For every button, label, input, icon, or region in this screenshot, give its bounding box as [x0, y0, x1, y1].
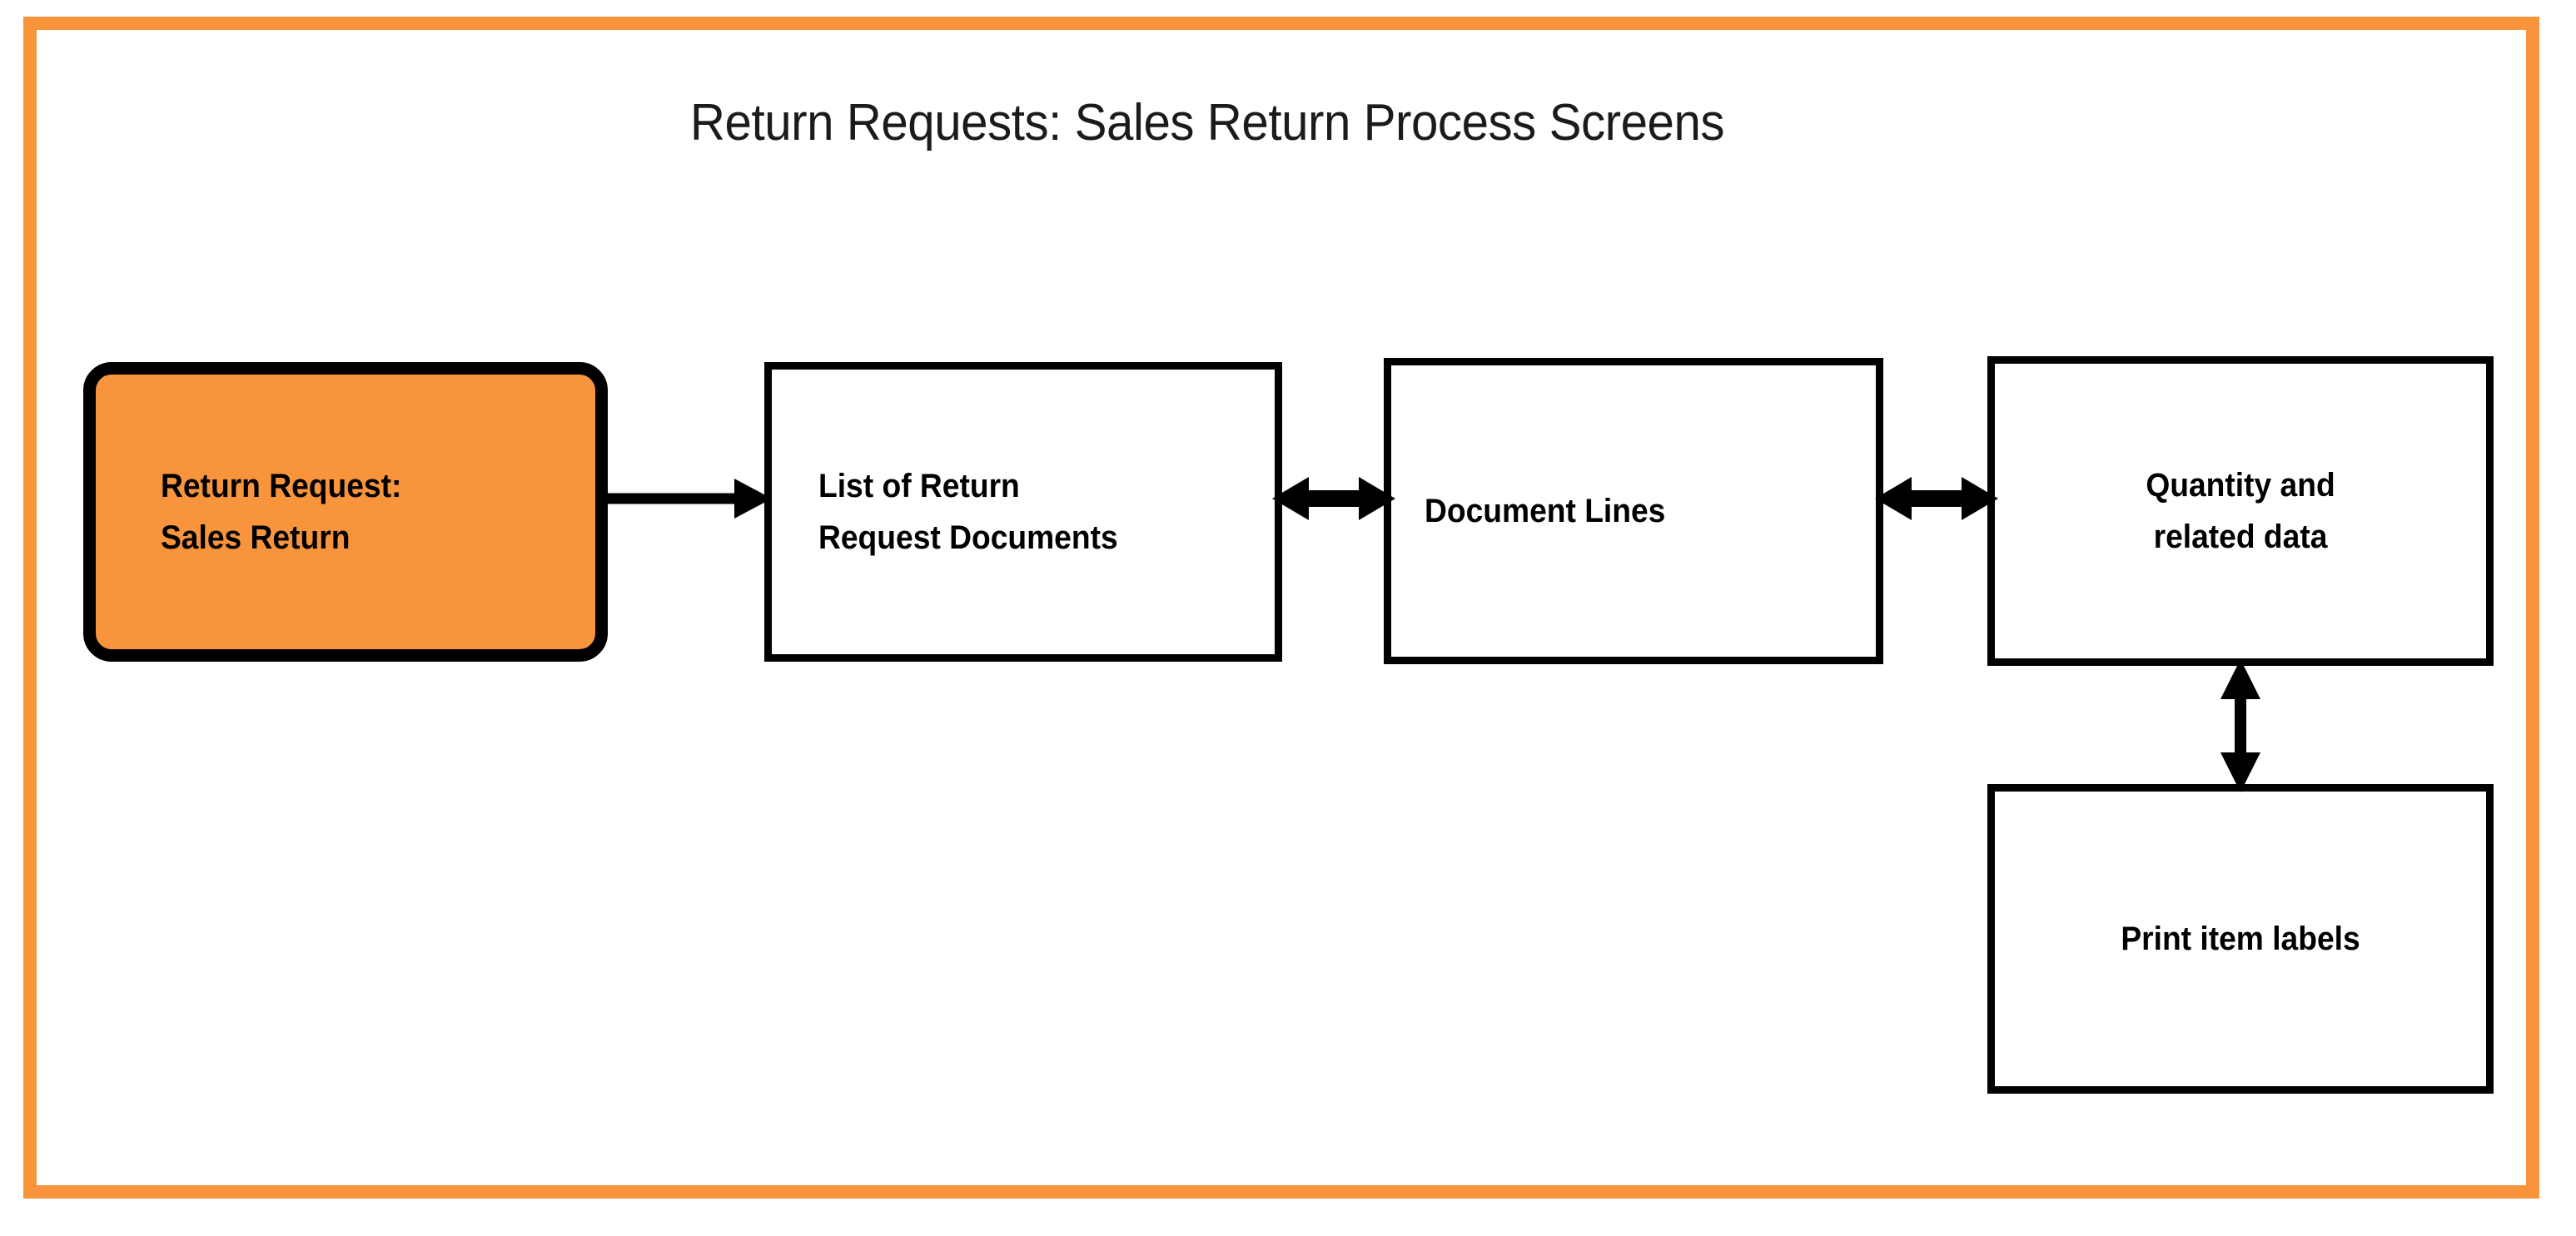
node-print-item-labels[interactable]: Print item labels	[1987, 784, 2494, 1094]
node-list-of-return-request-documents[interactable]: List of Return Request Documents	[764, 362, 1282, 662]
arrow-list-to-document-lines	[1272, 477, 1395, 520]
arrow-quantity-to-print-item-labels	[2220, 659, 2260, 792]
node-quantity-and-related-data[interactable]: Quantity and related data	[1987, 356, 2494, 666]
node-label-print-item-labels: Print item labels	[2121, 921, 2360, 957]
page-title: Return Requests: Sales Return Process Sc…	[689, 94, 1725, 151]
node-label-quantity-and-related-data: Quantity and related data	[2146, 467, 2335, 555]
arrow-document-lines-to-quantity	[1875, 477, 1998, 520]
node-label-document-lines: Document Lines	[1425, 493, 1666, 529]
node-document-lines[interactable]: Document Lines	[1384, 358, 1883, 664]
orange-border-frame	[23, 17, 2539, 1199]
node-label-return-request-sales-return: Return Request: Sales Return	[161, 468, 402, 556]
node-return-request-sales-return[interactable]: Return Request: Sales Return	[83, 362, 608, 662]
node-label-list-of-return-request-documents: List of Return Request Documents	[818, 468, 1118, 556]
arrow-start-to-list	[601, 479, 772, 519]
